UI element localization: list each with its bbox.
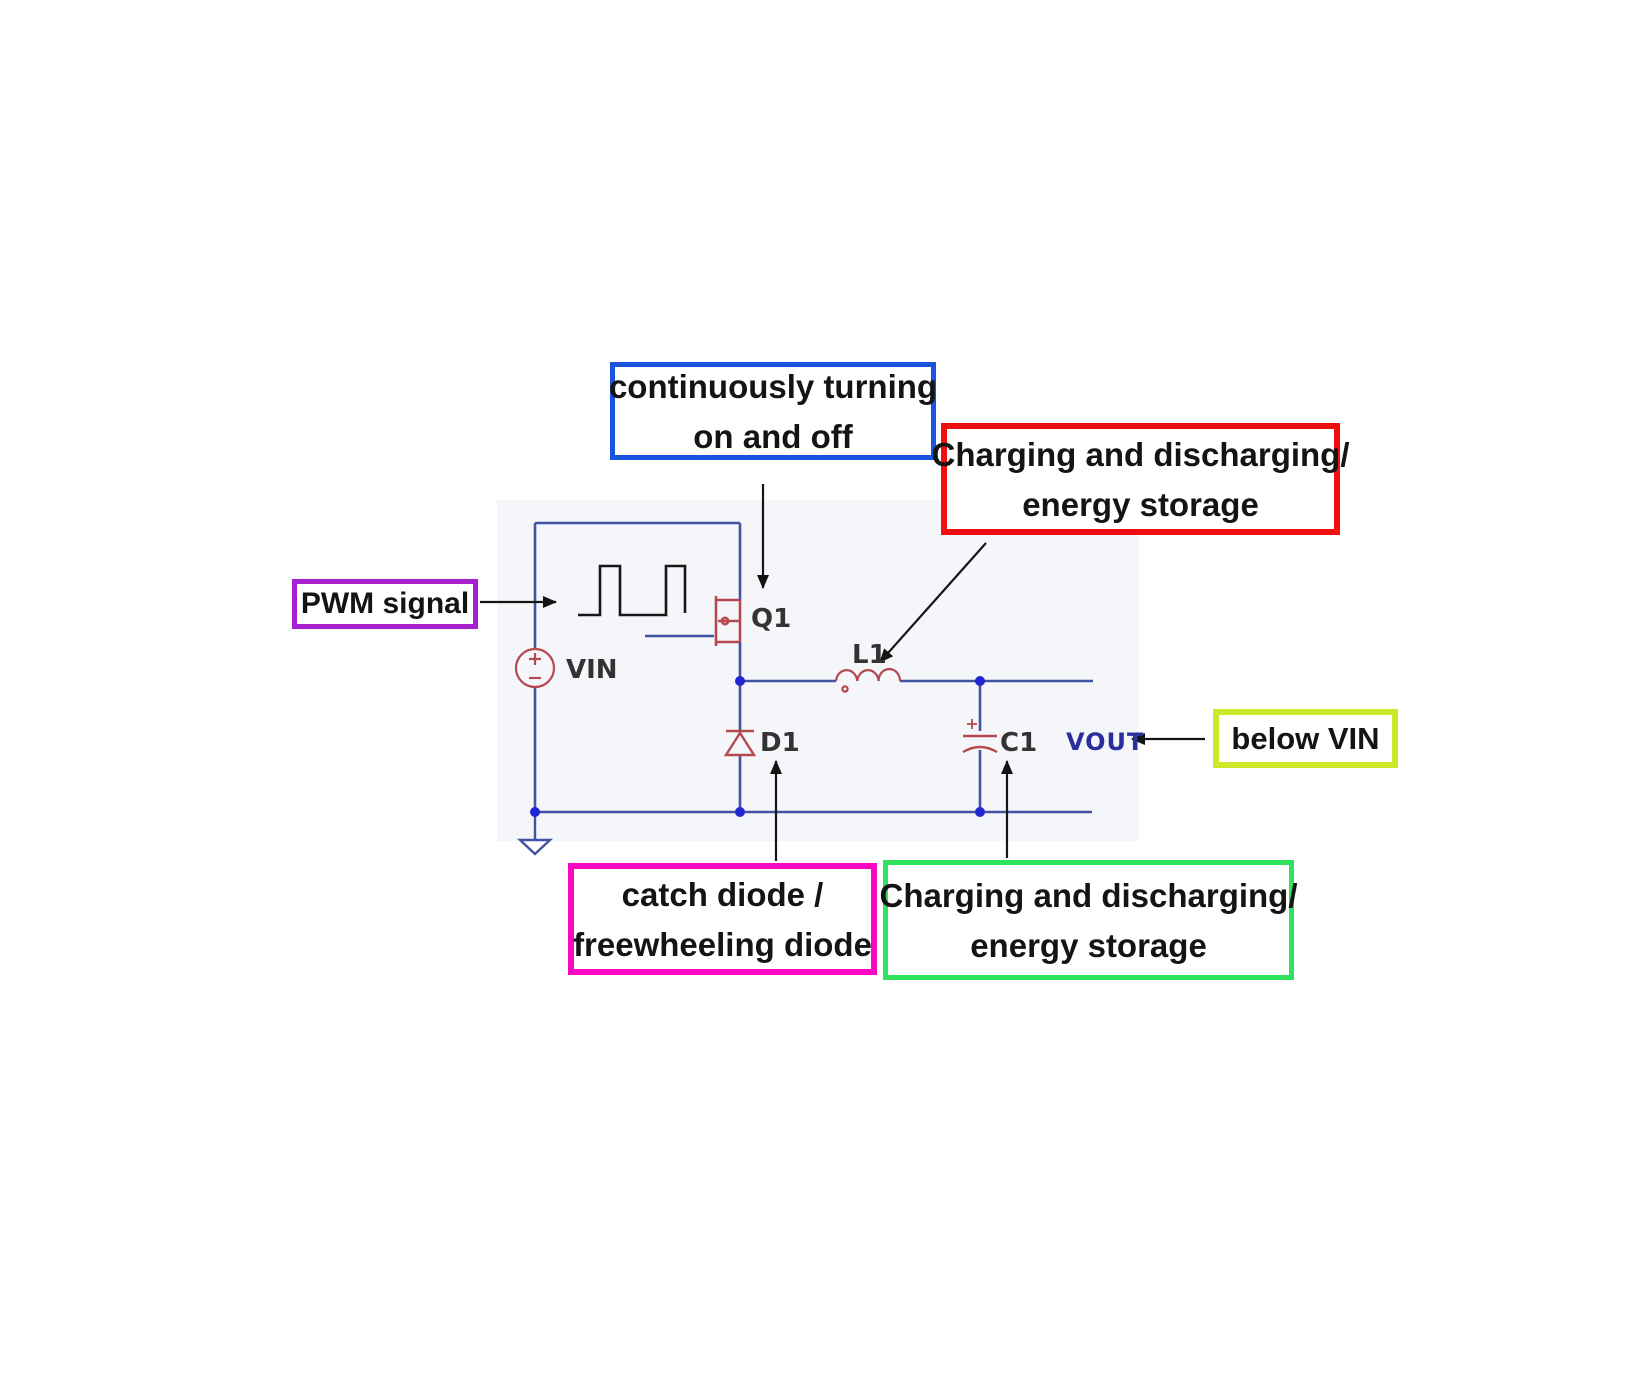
annotation-text: below VIN [1231, 721, 1380, 756]
annotation-text: energy storage [1022, 485, 1259, 523]
inductor-icon [834, 667, 902, 693]
annotation-box-pwm-signal: PWM signal [292, 579, 478, 629]
pwm-waveform [578, 564, 687, 617]
annotation-box-switching: continuously turning on and off [608, 362, 938, 460]
annotation-text: on and off [693, 417, 853, 455]
annotation-arrows [480, 484, 1205, 861]
annotation-box-inductor-role: Charging and discharging/ energy storage [931, 423, 1350, 535]
l1-label: L1 [852, 640, 887, 670]
annotation-text: Charging and discharging/ [931, 435, 1350, 473]
annotation-text: catch diode / [621, 875, 824, 913]
annotation-text: freewheeling diode [573, 925, 872, 963]
vout-label: VOUT [1066, 728, 1144, 756]
annotation-box-below-vin: below VIN [1213, 709, 1398, 768]
d1-label: D1 [760, 728, 800, 758]
vin-label: VIN [566, 655, 618, 685]
annotation-box-catch-diode: catch diode / freewheeling diode [568, 863, 877, 975]
annotation-text: Charging and discharging/ [879, 876, 1298, 914]
annotation-box-capacitor-role: Charging and discharging/ energy storage [879, 860, 1298, 980]
capacitor-icon [962, 719, 998, 754]
diode-icon [723, 729, 757, 757]
circuit-wires [533, 521, 1093, 814]
voltage-source-icon [514, 647, 556, 689]
arrow-redbox-to-inductor [879, 542, 987, 663]
annotation-text: PWM signal [300, 587, 470, 620]
annotation-text: energy storage [970, 926, 1207, 964]
schematic-background [497, 500, 1139, 841]
junction-dots [530, 676, 985, 817]
annotation-text: continuously turning [608, 367, 938, 405]
c1-label: C1 [1000, 728, 1037, 758]
mosfet-icon [714, 596, 742, 646]
q1-label: Q1 [751, 604, 791, 634]
